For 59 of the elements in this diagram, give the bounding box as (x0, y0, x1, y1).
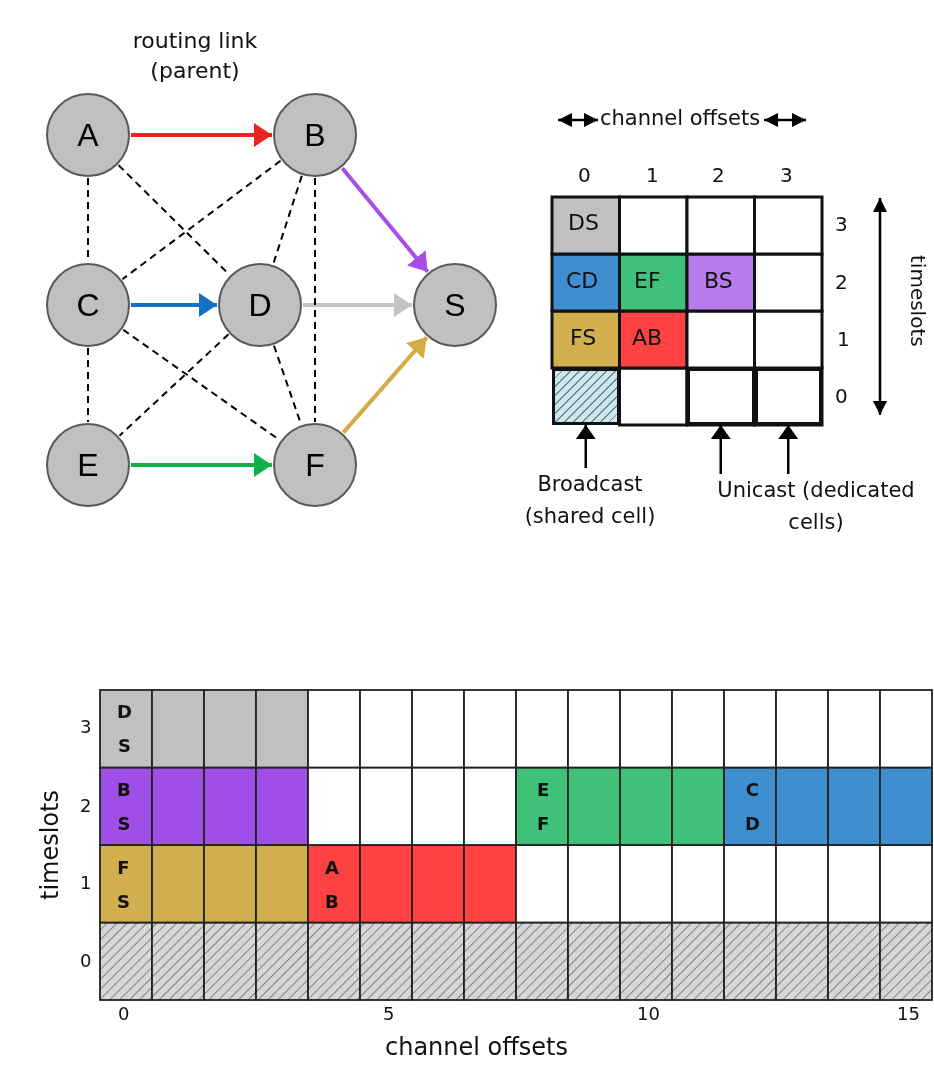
cell-text: DS (568, 210, 599, 235)
node-circle: E (46, 423, 130, 507)
cell-text: F S (117, 856, 130, 914)
tick-label: 3 (80, 716, 92, 737)
tick-label: 0 (118, 1003, 130, 1024)
arrow (131, 123, 272, 147)
arrow (341, 336, 429, 434)
cell-text: A B (325, 856, 339, 914)
node-circle: D (218, 263, 302, 347)
caption-text: routing link (parent) (131, 27, 259, 85)
link-line (272, 174, 303, 266)
arrow (303, 293, 412, 317)
tick-label: 2 (712, 163, 725, 187)
tick-label: 0 (80, 950, 92, 971)
annotation-text: Broadcast (shared cell) (515, 468, 665, 532)
tick-label: 2 (80, 795, 92, 816)
cell-text: FS (570, 325, 597, 350)
arrow (131, 453, 272, 477)
cell-text: EF (634, 268, 661, 293)
cell-text: B S (117, 778, 131, 836)
axis-title: channel offsets (600, 106, 761, 130)
cell-text: CD (566, 268, 599, 293)
dedicated-cell (687, 368, 755, 425)
arrow (131, 293, 217, 317)
tick-label: 1 (80, 872, 92, 893)
link-line (121, 159, 282, 281)
node-circle: F (273, 423, 357, 507)
tick-label: 5 (383, 1003, 395, 1024)
tick-label: 10 (637, 1003, 660, 1024)
tick-label: 0 (578, 163, 591, 187)
node-circle: C (46, 263, 130, 347)
shared-cell (552, 368, 620, 425)
tick-label: 15 (897, 1003, 920, 1024)
axis-title: channel offsets (385, 1033, 568, 1061)
axis-title: timeslots (36, 790, 64, 900)
cell-text: C D (745, 778, 760, 836)
cell-text: D S (117, 700, 132, 758)
node-circle: A (46, 93, 130, 177)
tick-label: 1 (646, 163, 659, 187)
tick-label: 3 (780, 163, 793, 187)
cell-text: E F (537, 778, 550, 836)
tick-label: 0 (835, 384, 848, 408)
dedicated-cell (754, 368, 822, 425)
link-line (314, 177, 316, 423)
leader-line (778, 425, 799, 474)
annotation-text: Unicast (dedicated cells) (700, 474, 932, 538)
link-line (87, 347, 89, 423)
cell-text: BS (704, 268, 733, 293)
node-circle: S (413, 263, 497, 347)
tick-label: 3 (835, 212, 848, 236)
axis-title: timeslots (906, 255, 930, 347)
tick-label: 2 (835, 270, 848, 294)
cell-text: AB (632, 325, 663, 350)
tick-label: 1 (837, 327, 850, 351)
node-circle: B (273, 93, 357, 177)
leader-line (575, 425, 596, 468)
arrow (340, 166, 430, 274)
link-line (118, 333, 230, 437)
leader-line (710, 425, 731, 474)
